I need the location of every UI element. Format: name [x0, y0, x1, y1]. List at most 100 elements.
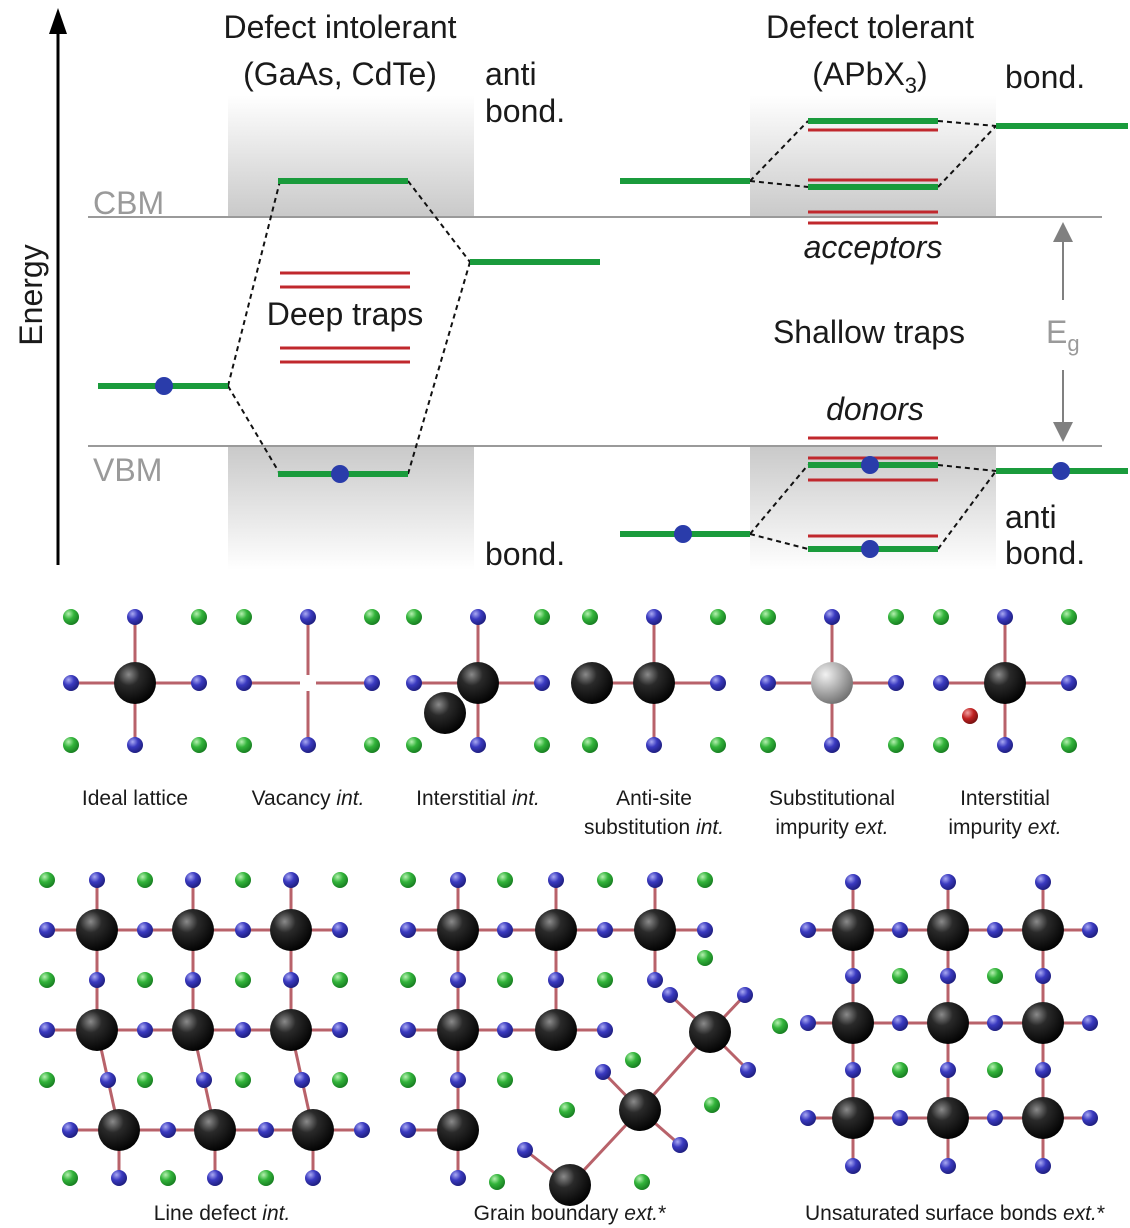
- a-site-atom: [559, 1102, 575, 1118]
- cation-atom: [689, 1011, 731, 1053]
- caption-substitutional: Substitutional: [769, 787, 895, 810]
- cb-band-left: [228, 95, 474, 217]
- anion-atom: [63, 675, 79, 691]
- a-site-atom: [888, 609, 904, 625]
- anion-atom: [300, 609, 316, 625]
- cation-atom: [270, 1009, 312, 1051]
- anion-atom: [497, 1022, 513, 1038]
- a-site-atom: [332, 872, 348, 888]
- left-antibond-label-2: bond.: [485, 93, 565, 129]
- anion-atom: [137, 1022, 153, 1038]
- point-defect-captions: Ideal lattice Vacancy int. Interstitial …: [82, 787, 1062, 839]
- anion-atom: [300, 737, 316, 753]
- anion-atom: [62, 1122, 78, 1138]
- caption-surface-bonds: Unsaturated surface bonds ext.*: [805, 1202, 1105, 1225]
- anion-atom: [1035, 968, 1051, 984]
- anion-atom: [332, 1022, 348, 1038]
- anion-atom: [450, 872, 466, 888]
- cb-band-right: [750, 95, 996, 217]
- anion-atom: [647, 872, 663, 888]
- a-site-atom: [39, 1072, 55, 1088]
- caption-substitutional-2: impurity ext.: [775, 816, 888, 839]
- a-site-atom: [235, 872, 251, 888]
- anion-atom: [283, 972, 299, 988]
- left-bond-label: bond.: [485, 536, 565, 572]
- cation-atom: [634, 909, 676, 951]
- point-defect-panels: [63, 609, 1077, 753]
- anion-atom: [987, 922, 1003, 938]
- cation-atom: [457, 662, 499, 704]
- anion-atom: [1035, 1062, 1051, 1078]
- a-site-atom: [137, 872, 153, 888]
- a-site-atom: [364, 737, 380, 753]
- anion-atom: [888, 675, 904, 691]
- a-site-atom: [236, 737, 252, 753]
- a-site-atom: [497, 972, 513, 988]
- anion-atom: [647, 972, 663, 988]
- caption-interstitial: Interstitial int.: [416, 787, 540, 810]
- anion-atom: [283, 872, 299, 888]
- anion-atom: [940, 874, 956, 890]
- anion-atom: [137, 922, 153, 938]
- a-site-atom: [236, 609, 252, 625]
- anion-atom: [450, 972, 466, 988]
- a-site-atom: [760, 609, 776, 625]
- cation-atom: [114, 662, 156, 704]
- shallow-traps-label: Shallow traps: [773, 314, 965, 350]
- anion-atom: [364, 675, 380, 691]
- a-site-atom: [582, 609, 598, 625]
- anion-atom: [740, 1062, 756, 1078]
- anion-atom: [400, 1122, 416, 1138]
- cation-atom: [927, 909, 969, 951]
- anion-atom: [185, 972, 201, 988]
- a-site-atom: [400, 972, 416, 988]
- anion-atom: [191, 675, 207, 691]
- surface-bonds-panel: [772, 874, 1098, 1174]
- cation-atom: [549, 1164, 591, 1206]
- anion-atom: [100, 1072, 116, 1088]
- lattice-panel-1: [63, 609, 207, 753]
- a-site-atom: [772, 1018, 788, 1034]
- right-title: Defect tolerant: [766, 9, 974, 45]
- cbm-label: CBM: [93, 185, 164, 221]
- right-connectors: [749, 120, 997, 550]
- cation-atom: [1022, 1097, 1064, 1139]
- vb-band-left: [228, 446, 474, 570]
- a-site-atom: [1061, 737, 1077, 753]
- anion-atom: [1082, 922, 1098, 938]
- anion-atom: [800, 1015, 816, 1031]
- a-site-atom: [406, 609, 422, 625]
- cation-atom: [437, 1009, 479, 1051]
- cation-atom: [172, 909, 214, 951]
- a-site-atom: [625, 1052, 641, 1068]
- cation-atom: [292, 1109, 334, 1151]
- anion-atom: [450, 1072, 466, 1088]
- a-site-atom: [534, 609, 550, 625]
- cation-atom: [535, 1009, 577, 1051]
- anion-atom: [760, 675, 776, 691]
- a-site-atom: [400, 872, 416, 888]
- anion-atom: [294, 1072, 310, 1088]
- anion-atom: [235, 1022, 251, 1038]
- a-site-atom: [888, 737, 904, 753]
- extended-defect-panels: [39, 872, 1098, 1206]
- anion-atom: [39, 1022, 55, 1038]
- extended-defect-captions: Line defect int. Grain boundary ext.* Un…: [154, 1202, 1105, 1225]
- anion-atom: [940, 1158, 956, 1174]
- a-site-atom: [534, 737, 550, 753]
- a-site-atom: [1061, 609, 1077, 625]
- anion-atom: [354, 1122, 370, 1138]
- anion-atom: [1061, 675, 1077, 691]
- anion-atom: [845, 968, 861, 984]
- cation-atom: [633, 662, 675, 704]
- anion-atom: [400, 922, 416, 938]
- a-site-atom: [697, 950, 713, 966]
- anion-atom: [470, 737, 486, 753]
- right-antibond-label-1: anti: [1005, 499, 1057, 535]
- a-site-atom: [364, 609, 380, 625]
- grain-boundary-panel: [400, 872, 756, 1206]
- a-site-atom: [892, 968, 908, 984]
- anion-atom: [845, 1158, 861, 1174]
- vbm-label: VBM: [93, 452, 162, 488]
- cation-atom: [424, 692, 466, 734]
